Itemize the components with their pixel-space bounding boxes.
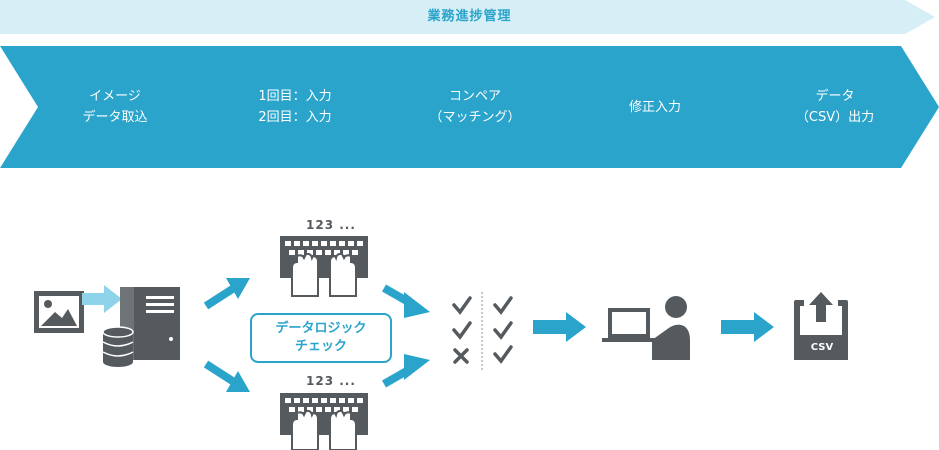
arrow-to-check-2-icon (382, 354, 430, 388)
database-icon (102, 326, 134, 367)
stage-1-chevron (0, 46, 220, 168)
stage-3-line2: （マッチング） (429, 110, 521, 125)
stage-3-label: コンペア （マッチング） (400, 46, 550, 168)
arrow-to-csv-icon (721, 312, 774, 342)
stage-4-label: 修正入力 (580, 46, 730, 168)
keyboard-1-hint: 123 ... (306, 218, 356, 232)
arrow-to-keyboard-1-icon (203, 278, 250, 310)
arrow-to-check-1-icon (382, 284, 430, 318)
import-arrow-icon (82, 285, 122, 313)
arrow-to-keyboard-2-icon (203, 360, 250, 392)
stage-1-label: イメージ データ取込 (40, 46, 190, 168)
logic-check-box: データロジック チェック (250, 313, 392, 363)
keyboard-2-hint: 123 ... (306, 374, 356, 388)
banner-arrow (0, 0, 935, 34)
check-list-icon (452, 296, 513, 364)
stage-3-line1: コンペア (448, 89, 501, 104)
stage-1-line2: データ取込 (82, 110, 148, 125)
stage-5-line1: データ (815, 89, 855, 104)
stage-4-line1: 修正入力 (628, 99, 681, 115)
stage-5-label: データ （CSV）出力 (760, 46, 910, 168)
keyboard-2-icon (280, 393, 368, 450)
stage-2-line1: 1回目：入力 (258, 89, 332, 104)
logic-check-line1: データロジック (275, 321, 367, 336)
stage-5-chevron (720, 46, 939, 168)
person-laptop-icon (602, 296, 690, 360)
server-icon (120, 287, 180, 360)
stage-2-line2: 2回目：入力 (258, 110, 332, 125)
stage-4-chevron (540, 46, 760, 168)
stage-2-chevron (180, 46, 400, 168)
image-icon (34, 291, 84, 333)
process-chevrons (0, 46, 939, 168)
csv-label: CSV (810, 342, 834, 353)
arrow-to-person-icon (533, 312, 586, 342)
stage-3-chevron (360, 46, 580, 168)
logic-check-line2: チェック (294, 339, 347, 354)
stage-1-line1: イメージ (89, 89, 141, 104)
stage-2-label: 1回目：入力 2回目：入力 (220, 46, 370, 168)
page-title: 業務進捗管理 (427, 9, 512, 24)
stage-5-line2: （CSV）出力 (795, 110, 875, 125)
csv-file-icon (794, 292, 848, 360)
keyboard-1-icon (280, 236, 368, 297)
